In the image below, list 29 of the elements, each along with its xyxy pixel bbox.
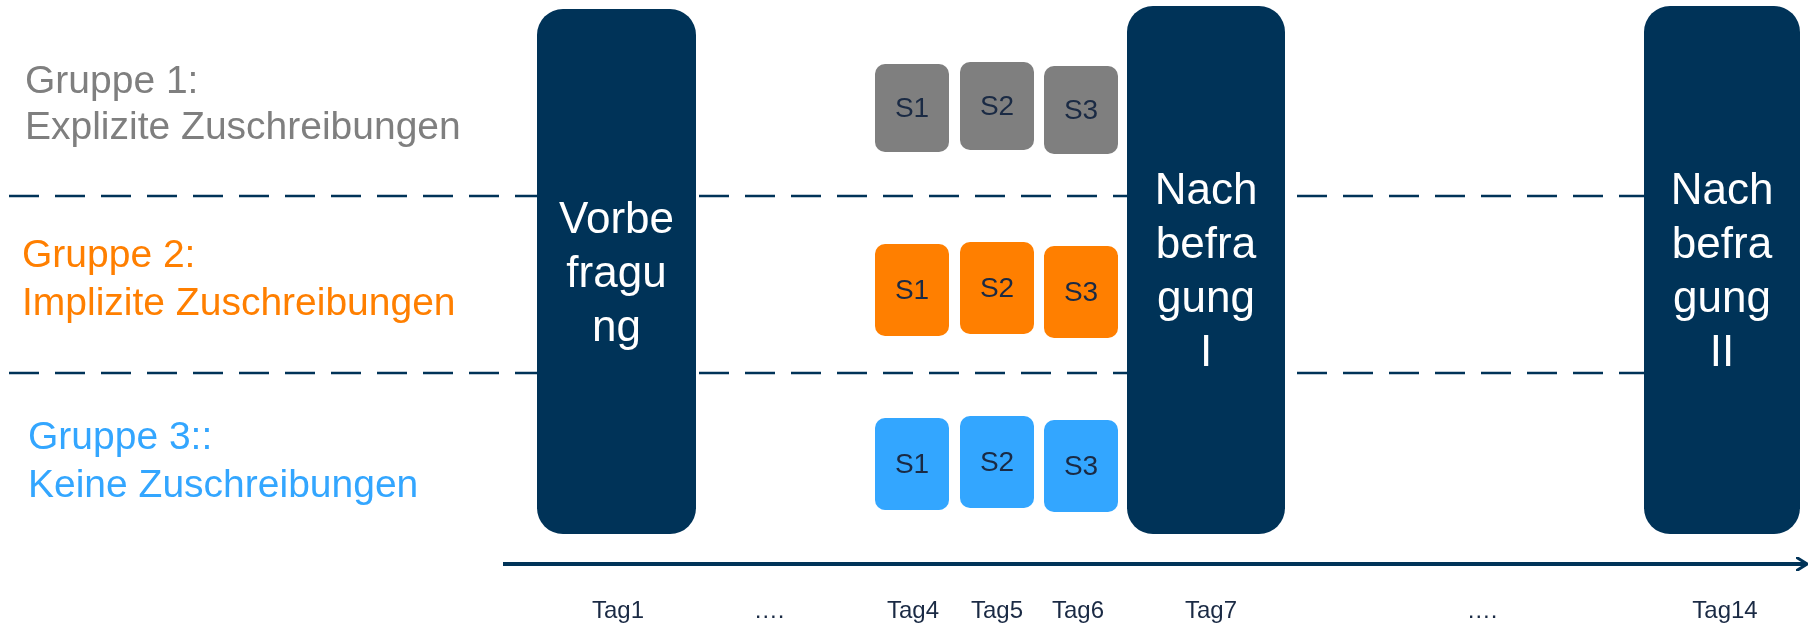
phase-label: Vorbe fragu ng	[559, 191, 674, 352]
session-box: S3	[1044, 246, 1118, 338]
day-label: Tag6	[1052, 596, 1104, 624]
session-box: S2	[960, 416, 1034, 508]
day-label: Tag7	[1185, 596, 1237, 624]
day-label: Tag5	[971, 596, 1023, 624]
group-description: Explizite Zuschreibungen	[25, 104, 461, 148]
session-box: S1	[875, 418, 949, 510]
session-box: S3	[1044, 66, 1118, 154]
session-box: S3	[1044, 420, 1118, 512]
group-title: Gruppe 3::	[28, 414, 213, 458]
session-box: S2	[960, 242, 1034, 334]
day-label: Tag1	[592, 596, 644, 624]
day-label: ….	[1466, 596, 1498, 624]
group-title: Gruppe 2:	[22, 232, 196, 276]
group-title: Gruppe 1:	[25, 58, 199, 102]
phase-box	[1127, 6, 1285, 534]
group-description: Implizite Zuschreibungen	[22, 280, 456, 324]
day-label: ….	[753, 596, 785, 624]
phase-box	[537, 9, 696, 534]
session-box: S1	[875, 244, 949, 336]
session-box: S1	[875, 64, 949, 152]
group-description: Keine Zuschreibungen	[28, 462, 419, 506]
phase-box	[1644, 6, 1800, 534]
session-box: S2	[960, 62, 1034, 150]
phase-label: Nach befra gung I	[1154, 163, 1258, 377]
day-label: Tag14	[1692, 596, 1758, 624]
day-label: Tag4	[887, 596, 939, 624]
phase-label: Nach befra gung II	[1670, 163, 1774, 377]
